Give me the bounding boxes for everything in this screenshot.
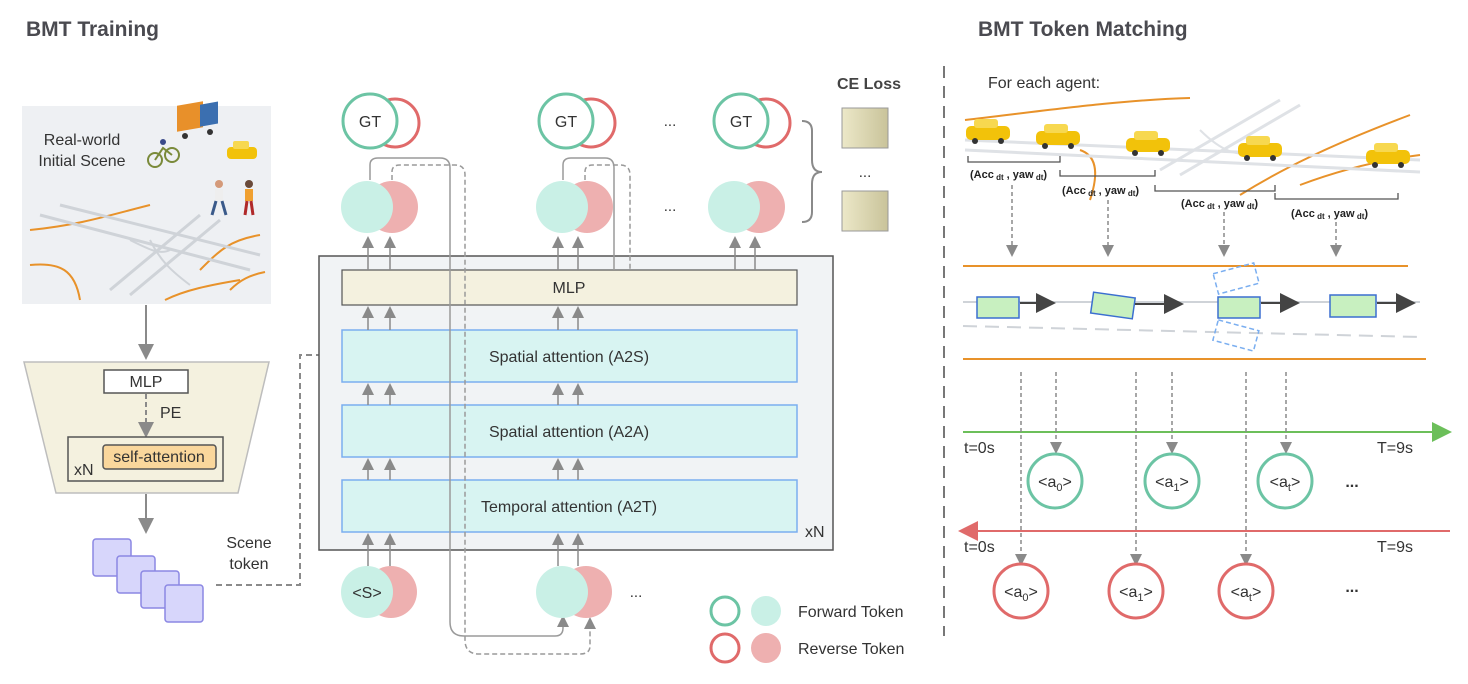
svg-text:GT: GT — [730, 114, 752, 131]
spatial-a2a-label: Spatial attention (A2A) — [489, 424, 649, 441]
reverse-token-at: <at> — [1217, 562, 1275, 620]
scene-encoder: MLP PE xN self-attention — [23, 361, 270, 494]
legend-forward-label: Forward Token — [798, 604, 904, 621]
reverse-ellipsis: ... — [1345, 579, 1358, 596]
svg-text:GT: GT — [359, 114, 381, 131]
bicycle-icon — [147, 139, 180, 168]
svg-text:(Acc dt , yaw dt): (Acc dt , yaw dt) — [1181, 198, 1258, 211]
svg-text:<a0>: <a0> — [1004, 584, 1038, 604]
decoder-mlp-box — [341, 269, 798, 306]
left-title: BMT Training — [26, 18, 159, 41]
output-token-1 — [341, 181, 418, 233]
svg-text:GT: GT — [555, 114, 577, 131]
encoder-mlp-box — [103, 369, 189, 394]
spatial-a2s-label: Spatial attention (A2S) — [489, 349, 649, 366]
ce-ellipsis: ... — [859, 164, 872, 181]
gt-token-3: GT — [712, 92, 792, 150]
label-to-lane-arrows — [1006, 185, 1342, 257]
initial-scene-panel: Real-world Initial Scene — [22, 101, 271, 304]
legend-reverse-fill — [751, 633, 781, 663]
scene-token-stack — [92, 538, 204, 623]
start-token: <S> — [341, 566, 417, 618]
taxi-icon — [227, 141, 257, 159]
ce-loss-box-2 — [841, 190, 889, 232]
scene-caption-1: Real-world — [44, 132, 120, 149]
pedestrians-icon — [210, 180, 255, 216]
forward-token-a1: <a1> — [1143, 452, 1201, 510]
output-ellipsis: ... — [664, 198, 677, 215]
legend-forward-fill — [751, 596, 781, 626]
decoder-mlp-label: MLP — [553, 280, 586, 297]
forward-t0-label: t=0s — [964, 440, 995, 457]
lane-to-token-arrows — [1015, 372, 1292, 566]
svg-text:<at>: <at> — [1231, 584, 1262, 604]
layer-arrows — [362, 236, 761, 566]
svg-text:<a1>: <a1> — [1119, 584, 1153, 604]
gt-token-1: GT — [341, 92, 421, 150]
forward-t9-label: T=9s — [1377, 440, 1413, 457]
autoregressive-loops — [369, 157, 631, 655]
lane-diagram — [962, 261, 1426, 360]
scene-token-label-1: Scene — [226, 535, 271, 552]
legend-reverse-label: Reverse Token — [798, 641, 904, 658]
encoder-xn-label: xN — [74, 462, 94, 479]
spatial-a2s-box — [341, 329, 798, 383]
reverse-token-a0: <a0> — [992, 562, 1050, 620]
svg-text:<a1>: <a1> — [1155, 474, 1189, 494]
output-token-2 — [536, 181, 613, 233]
gt-ellipsis: ... — [664, 113, 677, 130]
legend: Forward Token Reverse Token — [709, 595, 904, 664]
temporal-a2t-box — [341, 479, 798, 533]
reverse-t0-label: t=0s — [964, 539, 995, 556]
forward-token-at: <at> — [1256, 452, 1314, 510]
scene-caption-2: Initial Scene — [38, 153, 125, 170]
encoder-pe-label: PE — [160, 405, 181, 422]
ce-loss-box-1 — [841, 107, 889, 149]
spatial-a2a-box — [341, 404, 798, 458]
decoder-xn-label: xN — [805, 524, 825, 541]
taxi-icons — [966, 119, 1410, 168]
scene-token-label-2: token — [229, 556, 268, 573]
forward-ellipsis: ... — [1345, 474, 1358, 491]
self-attention-box — [102, 444, 217, 470]
svg-text:<a0>: <a0> — [1038, 474, 1072, 494]
svg-text:(Acc dt , yaw dt): (Acc dt , yaw dt) — [1062, 185, 1139, 198]
legend-reverse-outline — [709, 632, 741, 664]
truck-icon — [177, 101, 218, 139]
step-braces — [967, 156, 1399, 200]
reverse-t9-label: T=9s — [1377, 539, 1413, 556]
temporal-a2t-label: Temporal attention (A2T) — [481, 499, 657, 516]
svg-text:<at>: <at> — [1270, 474, 1301, 494]
self-attention-label: self-attention — [113, 449, 205, 466]
trajectory-scene — [964, 97, 1421, 201]
forward-token-a0: <a0> — [1026, 452, 1084, 510]
input-token-2 — [536, 566, 612, 618]
ce-brace — [801, 120, 823, 223]
output-token-3 — [708, 181, 785, 233]
reverse-token-a1: <a1> — [1107, 562, 1165, 620]
input-ellipsis: ... — [630, 584, 643, 601]
svg-text:(Acc dt , yaw dt): (Acc dt , yaw dt) — [970, 169, 1047, 182]
acc-yaw-labels: (Acc dt , yaw dt) (Acc dt , yaw dt) (Acc… — [970, 169, 1368, 221]
for-each-agent-label: For each agent: — [988, 75, 1100, 92]
encoder-mlp-label: MLP — [130, 374, 163, 391]
right-title: BMT Token Matching — [978, 18, 1188, 41]
svg-text:<S>: <S> — [352, 585, 381, 602]
legend-forward-outline — [709, 595, 741, 627]
ce-loss-label: CE Loss — [837, 76, 901, 93]
svg-text:(Acc dt , yaw dt): (Acc dt , yaw dt) — [1291, 208, 1368, 221]
gt-token-2: GT — [537, 92, 617, 150]
